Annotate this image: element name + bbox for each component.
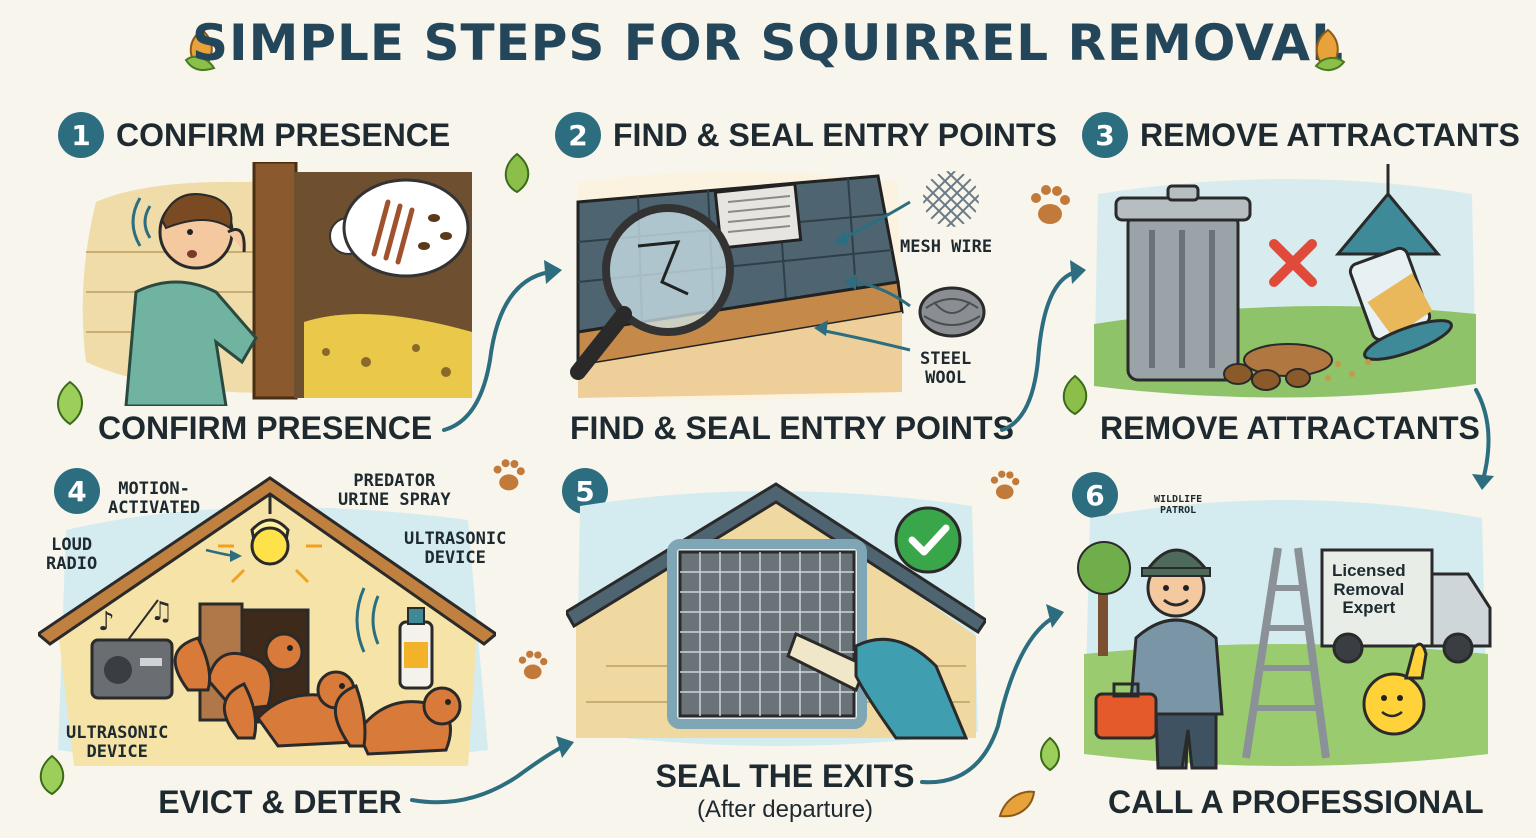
- leaf-icon: [1314, 28, 1346, 72]
- step-title: REMOVE ATTRACTANTS: [1140, 116, 1520, 153]
- step-6-number: 6: [1072, 472, 1118, 518]
- leaf-icon: [39, 754, 65, 796]
- paw-print-icon: [493, 459, 525, 491]
- label-loud-radio: LOUD RADIO: [46, 535, 98, 574]
- label-truck: Licensed Removal Expert: [1332, 561, 1406, 618]
- paw-print-icon: [990, 470, 1020, 500]
- listening-person-icon: [82, 162, 473, 406]
- leaf-icon: [1040, 736, 1060, 772]
- leaf-icon: [504, 152, 530, 194]
- mesh-wire-icon: [923, 171, 979, 227]
- flow-arrow-1-2: [442, 260, 562, 432]
- label-mesh-wire: MESH WIRE: [900, 237, 993, 257]
- label-hat-badge: WILDLIFE PATROL: [1154, 494, 1203, 516]
- label-predator-urine: PREDATOR URINE SPRAY: [338, 471, 451, 510]
- step-2-caption: FIND & SEAL ENTRY POINTS: [570, 410, 1014, 446]
- flow-arrow-2-3: [1000, 260, 1086, 432]
- step-number: 3: [1082, 112, 1128, 158]
- steel-wool-icon: [918, 286, 986, 338]
- paw-print-icon: [518, 650, 548, 680]
- step-2-heading: 2 FIND & SEAL ENTRY POINTS: [555, 112, 1057, 158]
- svg-text:♫: ♫: [150, 597, 173, 627]
- page-title: SIMPLE STEPS FOR SQUIRREL REMOVAL: [192, 14, 1344, 72]
- leaf-icon: [184, 28, 216, 72]
- step-3-caption: REMOVE ATTRACTANTS: [1100, 410, 1480, 446]
- leaf-icon: [57, 380, 83, 426]
- pointer-arrows: [814, 200, 911, 352]
- step-1-heading: 1 CONFIRM PRESENCE: [58, 112, 450, 158]
- flow-arrow-3-6: [1472, 388, 1494, 490]
- caulk-vent-icon: [566, 482, 986, 746]
- leaf-icon: [1062, 374, 1088, 416]
- label-steel-wool: STEEL WOOL: [920, 349, 972, 388]
- magnifier-roof-icon: [570, 172, 904, 401]
- step-4-caption: EVICT & DETER: [158, 784, 402, 820]
- step-title: FIND & SEAL ENTRY POINTS: [613, 116, 1057, 153]
- attic-squirrels-icon: ♪♫: [38, 476, 496, 766]
- svg-text:♪: ♪: [98, 607, 115, 637]
- step-number: 1: [58, 112, 104, 158]
- step-4-number: 4: [54, 468, 100, 514]
- label-motion-activated: MOTION- ACTIVATED: [108, 479, 201, 518]
- trash-can-icon: [1094, 164, 1476, 398]
- leaf-icon: [998, 790, 1036, 818]
- flow-arrow-5-6: [920, 604, 1064, 785]
- flow-arrow-4-5: [410, 736, 574, 805]
- step-number: 2: [555, 112, 601, 158]
- paw-print-icon: [1031, 185, 1070, 224]
- label-ultrasonic-right: ULTRASONIC DEVICE: [404, 529, 507, 568]
- step-3-heading: 3 REMOVE ATTRACTANTS: [1082, 112, 1520, 158]
- step-5-subcaption: (After departure): [696, 796, 874, 823]
- label-ultrasonic-bottom: ULTRASONIC DEVICE: [66, 723, 169, 762]
- step-6-caption: CALL A PROFESSIONAL: [1108, 784, 1484, 820]
- step-5-caption: SEAL THE EXITS: [655, 758, 915, 794]
- step-1-caption: CONFIRM PRESENCE: [98, 410, 433, 446]
- step-title: CONFIRM PRESENCE: [116, 116, 451, 153]
- wildlife-pro-icon: [1077, 500, 1492, 770]
